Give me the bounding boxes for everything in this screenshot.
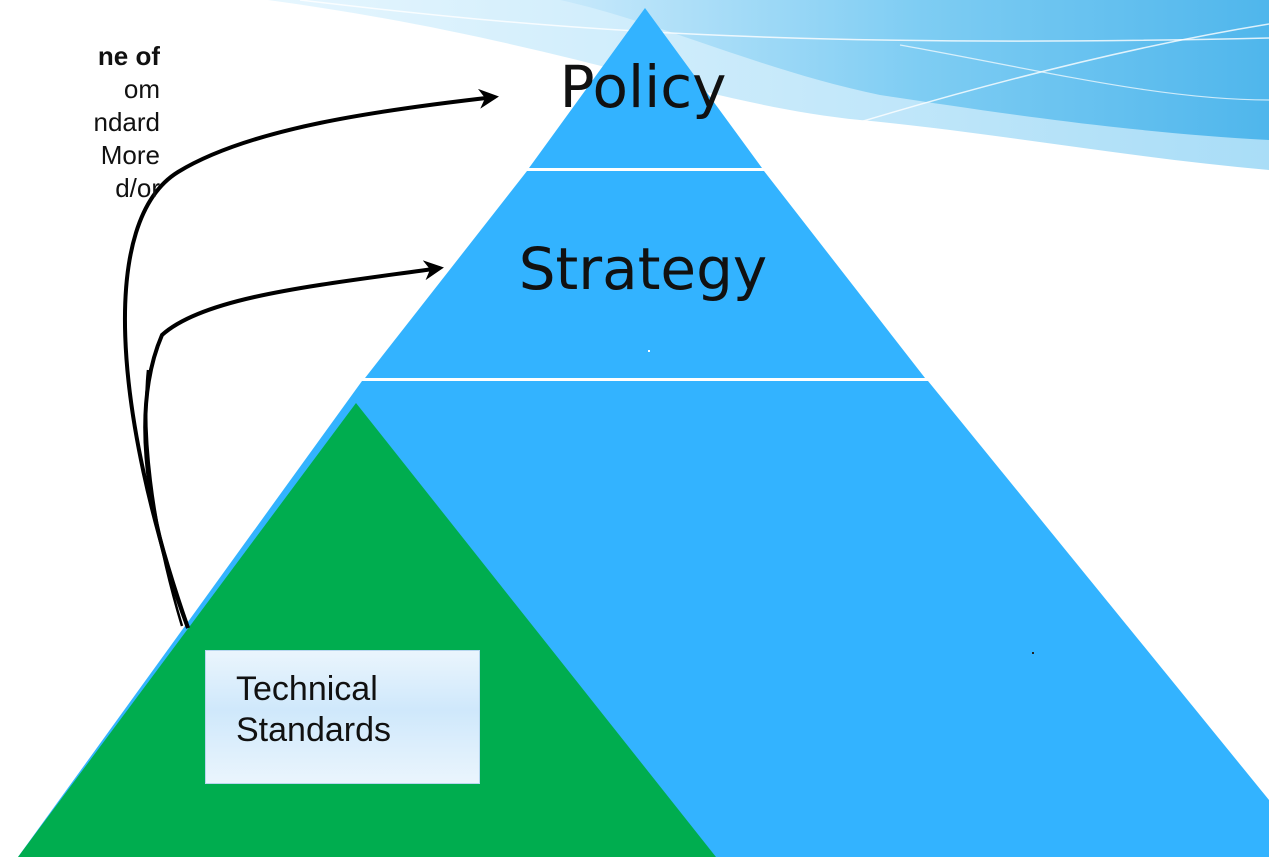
arrow-to-policy bbox=[123, 88, 499, 629]
strategy-label: Strategy bbox=[518, 235, 768, 303]
policy-label: Policy bbox=[559, 53, 727, 121]
technical-standards-line: Technical bbox=[236, 670, 378, 708]
pyramid-middle-tier bbox=[365, 171, 925, 378]
speck bbox=[648, 350, 650, 352]
decorative-swoosh bbox=[268, 0, 1269, 170]
left-partial-text: ne of om ndard More d/or bbox=[0, 40, 161, 205]
left-text-line: d/or bbox=[115, 173, 160, 203]
technical-standards-box: Technical Standards bbox=[205, 650, 480, 784]
left-text-line: om bbox=[123, 74, 160, 104]
pyramid-top-tier bbox=[529, 8, 762, 168]
technical-standards-region bbox=[18, 403, 716, 857]
left-text-line: More bbox=[100, 140, 160, 170]
speck bbox=[1032, 652, 1034, 654]
arrows bbox=[123, 88, 499, 629]
left-text-line: ne of bbox=[97, 41, 160, 71]
left-text-line: ndard bbox=[93, 107, 161, 137]
arrow-stem-shadow bbox=[144, 369, 184, 627]
technical-standards-line: Standards bbox=[236, 711, 391, 749]
